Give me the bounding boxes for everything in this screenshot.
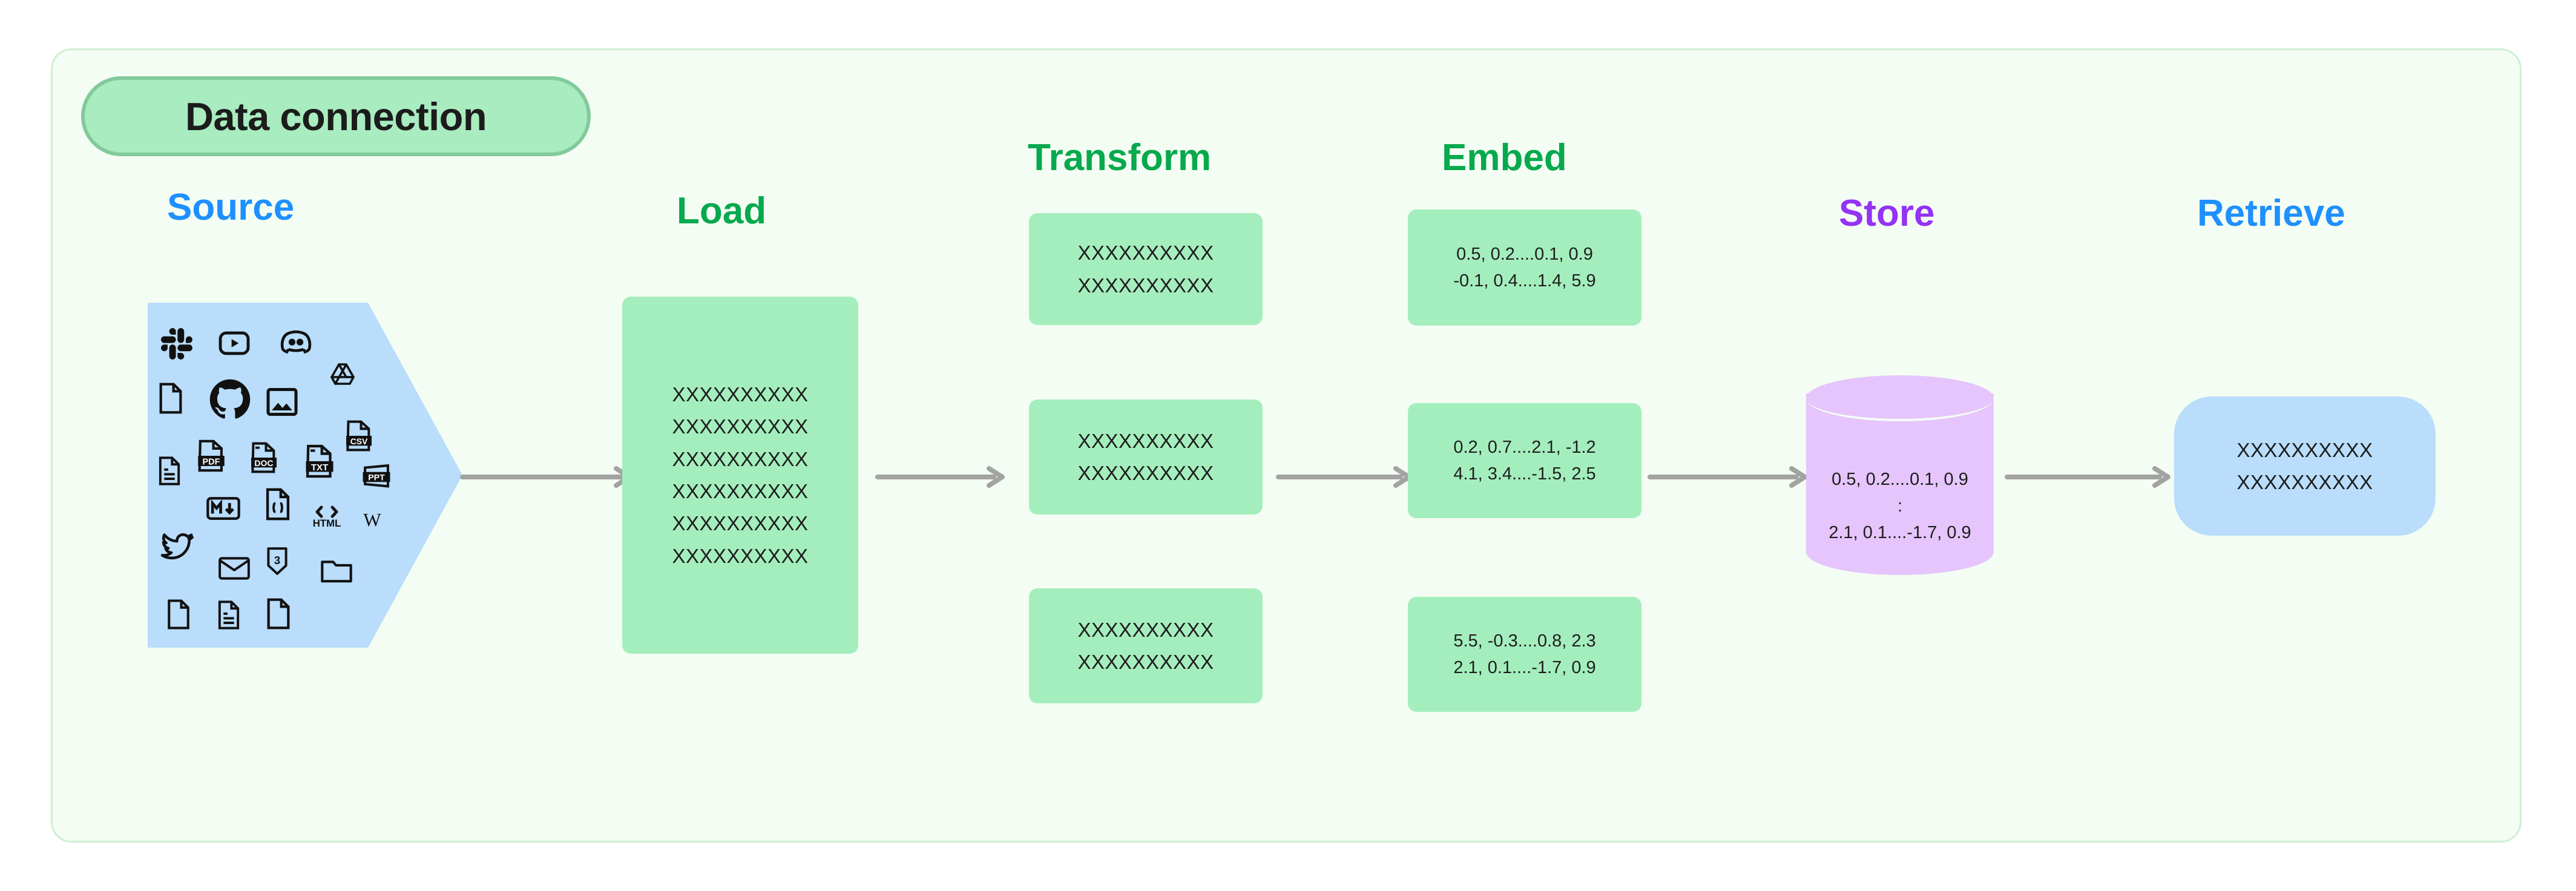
arrow-embed-to-store (1648, 466, 1807, 488)
plain-page-icon (264, 597, 293, 634)
email-icon (218, 556, 251, 584)
load-line: XXXXXXXXXX (672, 447, 809, 470)
embed-line: 5.5, -0.3....0.8, 2.3 (1453, 631, 1596, 651)
svg-text:HTML: HTML (313, 518, 341, 529)
html-icon: HTML (310, 500, 344, 533)
youtube-icon (217, 326, 252, 364)
retrieve-line: XXXXXXXXXX (2236, 471, 2373, 493)
google-drive-icon (328, 361, 357, 393)
embed-line: 0.2, 0.7....2.1, -1.2 (1453, 437, 1596, 457)
heading-store: Store (1839, 192, 1935, 234)
github-icon (207, 376, 253, 426)
store-cylinder: 0.5, 0.2....0.1, 0.9 : 2.1, 0.1....-1.7,… (1806, 375, 1994, 575)
image-icon (264, 384, 300, 423)
load-line: XXXXXXXXXX (672, 383, 809, 406)
transform-chunk-box: XXXXXXXXXX XXXXXXXXXX (1029, 213, 1263, 325)
svg-text:W: W (363, 509, 381, 530)
cylinder-top-ellipse (1806, 375, 1994, 421)
blank-page-icon (165, 598, 192, 634)
embed-vector-box: 5.5, -0.3....0.8, 2.3 2.1, 0.1....-1.7, … (1408, 597, 1641, 712)
load-box: XXXXXXXXXX XXXXXXXXXX XXXXXXXXXX XXXXXXX… (622, 297, 858, 654)
pdf-file-icon: PDF (195, 438, 228, 476)
arrow-load-to-transform (875, 466, 1005, 488)
embed-line: 2.1, 0.1....-1.7, 0.9 (1453, 658, 1596, 677)
cylinder-body (1806, 393, 1994, 575)
store-line: 2.1, 0.1....-1.7, 0.9 (1828, 523, 1971, 543)
code-file-icon (263, 487, 293, 525)
svg-text:PPT: PPT (368, 473, 385, 482)
heading-retrieve: Retrieve (2197, 192, 2345, 234)
heading-load: Load (677, 190, 767, 232)
transform-line: XXXXXXXXXX (1077, 618, 1214, 641)
twitter-icon (160, 533, 196, 567)
embed-line: 0.5, 0.2....0.1, 0.9 (1456, 244, 1593, 264)
arrow-source-to-load (460, 466, 632, 488)
doc-file-icon: DOC (248, 441, 280, 478)
transform-line: XXXXXXXXXX (1077, 242, 1214, 265)
heading-embed: Embed (1442, 137, 1567, 179)
txt-file-icon: TXT (303, 443, 337, 482)
embed-vector-box: 0.5, 0.2....0.1, 0.9 -0.1, 0.4....1.4, 5… (1408, 209, 1641, 326)
embed-line: 4.1, 3.4....-1.5, 2.5 (1453, 464, 1596, 484)
load-line: XXXXXXXXXX (672, 512, 809, 535)
transform-line: XXXXXXXXXX (1077, 274, 1214, 297)
transform-line: XXXXXXXXXX (1077, 651, 1214, 673)
svg-text:PDF: PDF (203, 457, 220, 467)
heading-transform: Transform (1028, 137, 1212, 179)
store-line: 0.5, 0.2....0.1, 0.9 (1832, 470, 1968, 489)
load-line: XXXXXXXXXX (672, 544, 809, 567)
load-line: XXXXXXXXXX (672, 480, 809, 502)
retrieve-line: XXXXXXXXXX (2236, 438, 2373, 461)
text-document-icon (156, 455, 183, 490)
transform-line: XXXXXXXXXX (1077, 429, 1214, 452)
transform-line: XXXXXXXXXX (1077, 462, 1214, 484)
transform-chunk-box: XXXXXXXXXX XXXXXXXXXX (1029, 588, 1263, 703)
data-connection-pill: Data connection (81, 76, 591, 156)
embed-vector-box: 0.2, 0.7....2.1, -1.2 4.1, 3.4....-1.5, … (1408, 403, 1641, 518)
transform-chunk-box: XXXXXXXXXX XXXXXXXXXX (1029, 399, 1263, 515)
css3-icon: 3 (264, 546, 291, 579)
discord-icon (278, 324, 314, 363)
source-icon-grid: CSV PDF DOC (148, 303, 462, 648)
markdown-icon (206, 495, 241, 525)
data-connection-label: Data connection (185, 94, 487, 139)
svg-text:TXT: TXT (311, 462, 328, 473)
svg-text:DOC: DOC (254, 458, 273, 468)
svg-text:3: 3 (274, 554, 280, 567)
notes-document-icon (215, 599, 242, 634)
embed-line: -0.1, 0.4....1.4, 5.9 (1453, 271, 1596, 291)
blank-document-icon (156, 381, 185, 418)
load-line: XXXXXXXXXX (672, 415, 809, 438)
wikipedia-icon: W (358, 505, 386, 534)
slack-icon (161, 328, 192, 363)
csv-file-icon: CSV (344, 419, 374, 456)
heading-source: Source (167, 186, 295, 228)
ppt-file-icon: PPT (361, 461, 392, 496)
retrieve-box: XXXXXXXXXX XXXXXXXXXX (2174, 396, 2436, 536)
arrow-transform-to-embed (1276, 466, 1411, 488)
store-line: : (1897, 496, 1903, 516)
svg-text:CSV: CSV (350, 436, 368, 446)
store-text-group: 0.5, 0.2....0.1, 0.9 : 2.1, 0.1....-1.7,… (1806, 466, 1994, 546)
diagram-frame (51, 48, 2522, 843)
arrow-store-to-retrieve (2005, 466, 2170, 488)
folder-icon (320, 556, 353, 589)
